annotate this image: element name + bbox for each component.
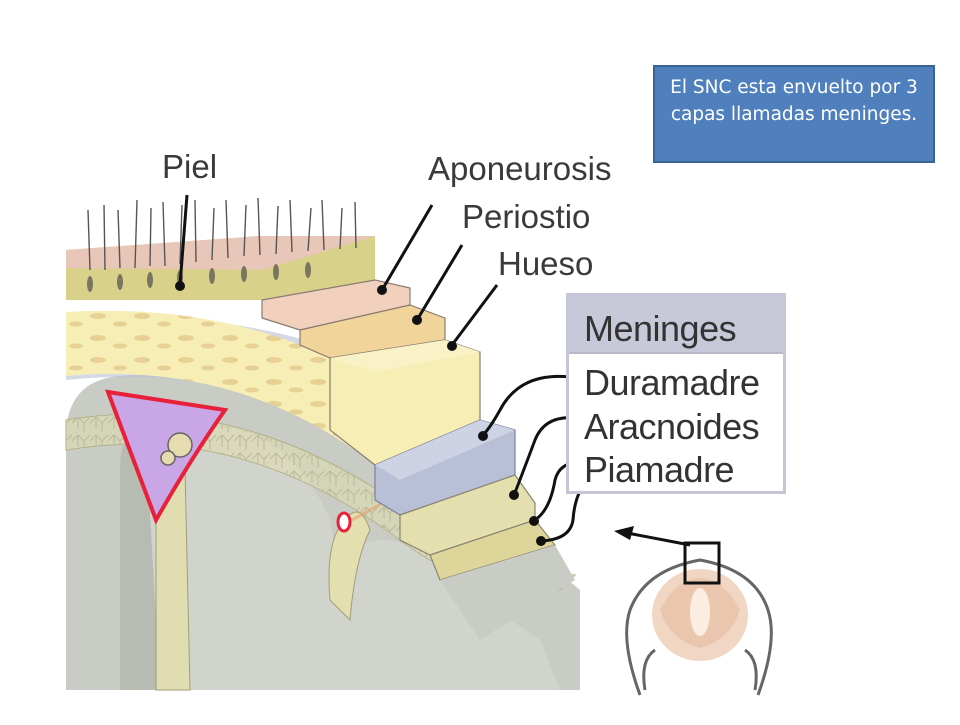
label-piel: Piel: [162, 148, 218, 185]
head-inset: [614, 526, 773, 696]
vessel: [336, 511, 352, 533]
label-aponeurosis: Aponeurosis: [428, 150, 612, 187]
meninges-item-piamadre: Piamadre: [584, 449, 735, 490]
meninges-title: Meninges: [584, 308, 737, 349]
label-periostio: Periostio: [462, 198, 591, 235]
label-hueso: Hueso: [498, 245, 594, 282]
meninges-header: Meninges: [569, 296, 783, 354]
callout-note: El SNC esta envuelto por 3 capas llamada…: [653, 65, 935, 163]
meninges-legend-box: Meninges Duramadre Aracnoides Piamadre: [566, 293, 786, 494]
meninges-item-aracnoides: Aracnoides: [584, 406, 760, 447]
callout-text: El SNC esta envuelto por 3 capas llamada…: [670, 77, 918, 125]
meninges-item-duramadre: Duramadre: [584, 362, 760, 403]
